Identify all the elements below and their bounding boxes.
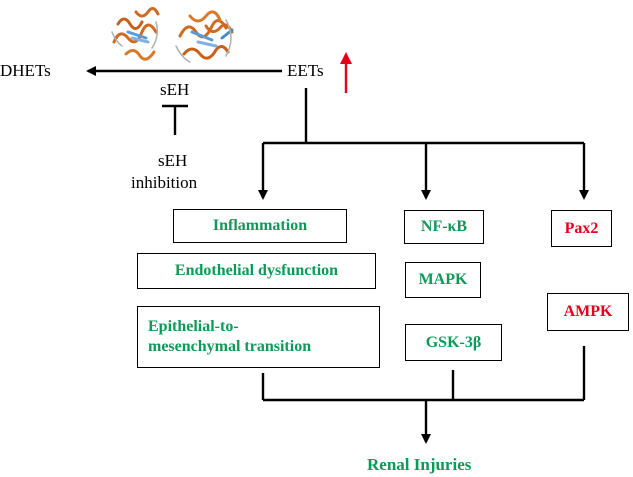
endothelial-dysfunction-label: Endothelial dysfunction <box>174 262 339 279</box>
renal-injuries-label: Renal Injuries <box>367 455 472 474</box>
mapk-box: MAPK <box>405 262 481 298</box>
dhets-label: DHETs <box>0 61 51 80</box>
emt-box: Epithelial-to- mesenchymal transition <box>137 306 380 368</box>
emt-label-line2: mesenchymal transition <box>148 338 312 355</box>
seh-inhibition-label-line2: inhibition <box>131 173 198 192</box>
seh-inhibition-label-line1: sEH <box>158 151 188 170</box>
ampk-box: AMPK <box>547 293 629 331</box>
seh-label: sEH <box>160 80 190 99</box>
gsk-3b-label: GSK-3β <box>425 333 482 351</box>
inflammation-label: Inflammation <box>212 217 308 234</box>
gsk-3b-box: GSK-3β <box>405 324 502 361</box>
nf-kb-box: NF-κB <box>404 210 484 244</box>
emt-label-line1: Epithelial-to- <box>148 318 239 335</box>
mapk-label: MAPK <box>418 271 468 288</box>
ampk-label: AMPK <box>563 303 613 320</box>
endothelial-dysfunction-box: Endothelial dysfunction <box>137 253 376 289</box>
eets-label: EETs <box>287 61 324 80</box>
seh-protein-structure-icon <box>111 7 234 63</box>
inflammation-box: Inflammation <box>173 209 347 243</box>
pax2-label: Pax2 <box>564 219 599 237</box>
pax2-box: Pax2 <box>551 210 612 247</box>
nf-kb-label: NF-κB <box>420 218 468 235</box>
red-up-arrow-icon <box>340 52 352 93</box>
